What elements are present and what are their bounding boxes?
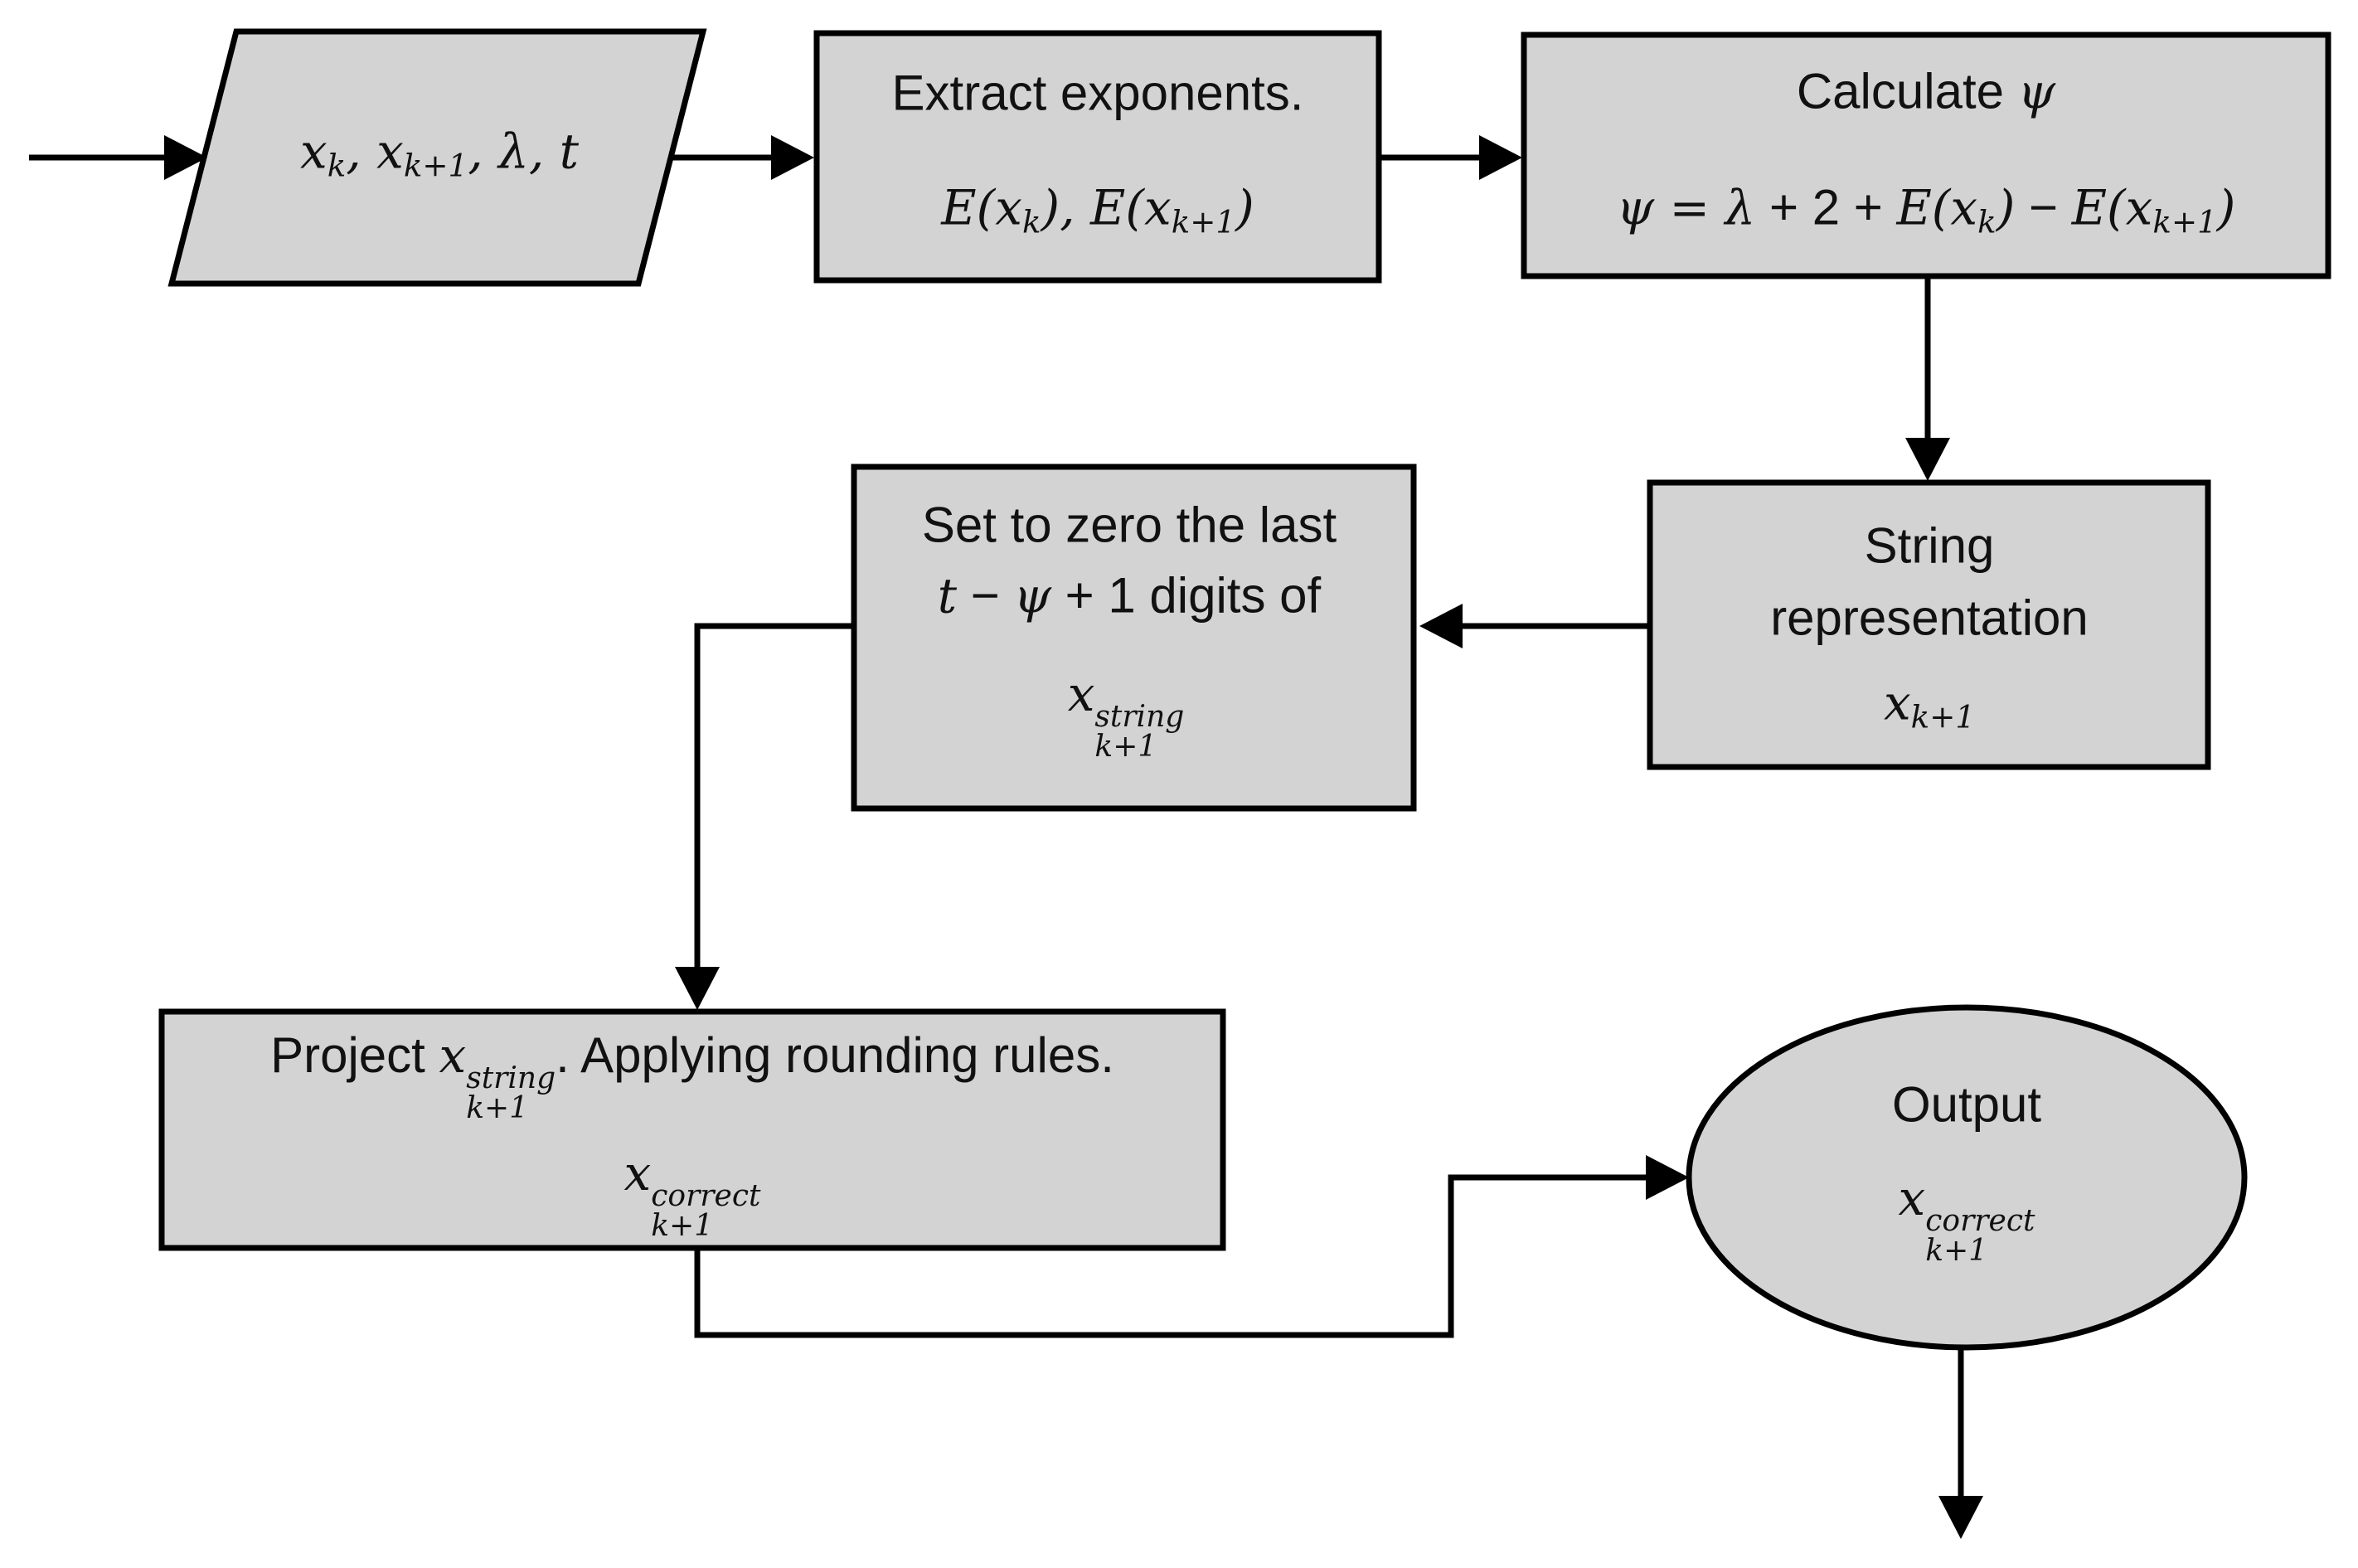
extract-title: Extract exponents. [891, 65, 1304, 121]
set-zero-line1: Set to zero the last [921, 497, 1337, 553]
set-to-zero-box [851, 464, 1417, 812]
arrow-entry [29, 135, 207, 180]
string-representation-box [1647, 479, 2211, 770]
arrow-calculate-to-string [1905, 276, 1950, 481]
output-title: Output [1891, 1076, 2042, 1133]
arrow-output-exit [1938, 1346, 1983, 1539]
calculate-title: Calculate ψ [1796, 63, 2056, 120]
calculate-formula: ψ = λ + 2 + E(xk) − E(xk+1) [1616, 179, 2236, 240]
input-formula: xk, xk+1, λ, t [299, 123, 580, 184]
input-parallelogram [167, 28, 707, 287]
set-zero-line2: t − ψ + 1 digits of [937, 567, 1322, 624]
string-rep-line1: String [1864, 517, 1995, 574]
project-box [158, 1008, 1226, 1251]
string-rep-formula: xk+1 [1883, 674, 1976, 735]
arrow-setzero-to-project [675, 623, 854, 1010]
extract-formula: E(xk), E(xk+1) [941, 179, 1254, 240]
arrow-input-to-extract [670, 135, 814, 180]
extract-exponents-box [813, 30, 1382, 284]
arrow-project-to-output [694, 1155, 1689, 1338]
arrow-extract-to-calculate [1379, 135, 1522, 180]
arrow-string-to-setzero [1419, 604, 1650, 648]
string-rep-line2: representation [1770, 590, 2089, 646]
